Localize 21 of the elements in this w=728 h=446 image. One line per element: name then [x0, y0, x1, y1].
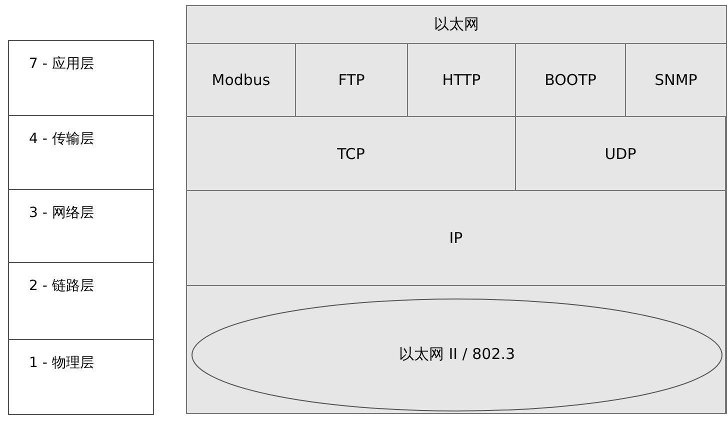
protocol-name: BOOTP	[544, 71, 596, 89]
layer-name: 3 - 网络层	[29, 204, 94, 222]
protocol-name: Modbus	[212, 71, 270, 89]
layer-name: 2 - 链路层	[29, 277, 94, 295]
protocol-name: SNMP	[654, 71, 698, 89]
protocol-name: TCP	[337, 144, 365, 162]
protocol-name: HTTP	[442, 71, 481, 89]
layer-label-box	[8, 262, 154, 340]
layer-label-box	[8, 189, 154, 263]
protocol-name: IP	[449, 229, 463, 247]
heading-text: 以太网 II / 802.3	[398, 345, 516, 364]
layer-label-box	[8, 115, 154, 190]
layer-label-box	[8, 339, 154, 415]
layer-name: 1 - 物理层	[29, 354, 94, 372]
layer-name: 7 - 应用层	[29, 55, 94, 73]
protocol-name: FTP	[338, 71, 365, 89]
layer-name: 4 - 传输层	[29, 130, 94, 148]
protocol-name: UDP	[604, 144, 636, 162]
protocol-stack-panel	[186, 5, 727, 414]
heading-text: 以太网	[433, 15, 480, 34]
layer-label-box	[8, 40, 154, 116]
